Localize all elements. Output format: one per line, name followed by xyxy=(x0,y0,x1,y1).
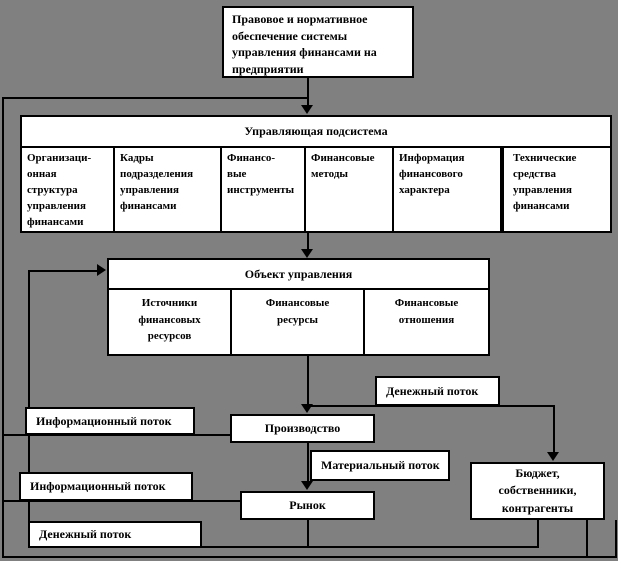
info-flow-label-2-text: Информационный поток xyxy=(30,479,166,493)
arrowhead-down-into-market xyxy=(301,481,313,490)
management-object-title: Объект управления xyxy=(244,266,353,281)
info-flow-label-1: Информационный поток xyxy=(25,407,195,435)
money-flow-label-top: Денежный поток xyxy=(375,376,500,406)
money-flow-label-bottom: Денежный поток xyxy=(28,521,202,548)
connector-topbox-to-subsystem-line xyxy=(307,78,309,109)
management-object-header: Объект управления xyxy=(109,260,488,290)
management-object-body: Источники финансовых ресурсов Финансовые… xyxy=(109,290,488,354)
object-cell-sources: Источники финансовых ресурсов xyxy=(109,290,232,354)
connector-feedback-into-object-line xyxy=(29,270,101,272)
connector-market-down-line xyxy=(307,520,309,548)
legal-support-box: Правовое и нормативное обеспечение систе… xyxy=(222,6,414,78)
material-flow-label-text: Материальный поток xyxy=(321,458,440,472)
subsystem-cell-instruments: Финансо- вые инструменты xyxy=(222,148,306,233)
connector-bottom-line xyxy=(2,556,617,558)
managing-subsystem-title: Управляющая подсистема xyxy=(244,124,388,138)
arrowhead-down-into-production xyxy=(301,404,313,413)
arrowhead-right-into-object xyxy=(97,264,106,276)
production-box-text: Производство xyxy=(264,421,341,435)
connector-subsystem-to-object-line xyxy=(307,233,309,252)
connector-top-branch-line xyxy=(2,97,308,99)
connector-info-flow-2-line xyxy=(2,500,241,502)
subsystem-cell-staff: Кадры подразделения управления финансами xyxy=(115,148,222,233)
arrowhead-down-into-object xyxy=(301,249,313,258)
subsystem-cell-information: Информация финансового характера xyxy=(399,152,465,196)
management-object-table: Объект управления Источники финансовых р… xyxy=(107,258,490,356)
production-box: Производство xyxy=(230,414,375,443)
managing-subsystem-header: Управляющая подсистема xyxy=(22,117,610,148)
managing-subsystem-table: Управляющая подсистема Организаци- онная… xyxy=(20,115,612,233)
connector-money-to-budget-line xyxy=(553,405,555,455)
subsystem-cell-org-structure: Организаци- онная структура управления ф… xyxy=(22,148,115,233)
connector-production-to-market-line xyxy=(307,443,309,484)
object-cell-relations: Финансовые отношения xyxy=(394,297,459,326)
info-flow-label-1-text: Информационный поток xyxy=(36,413,172,428)
market-box-text: Рынок xyxy=(289,498,326,512)
subsystem-cell-methods: Финансовые методы xyxy=(306,148,394,233)
budget-box: Бюджет, собственники, контрагенты xyxy=(470,462,605,520)
arrowhead-down-into-budget xyxy=(547,452,559,461)
connector-right-edge-line xyxy=(615,520,617,558)
connector-object-to-production-line xyxy=(307,356,309,408)
material-flow-label: Материальный поток xyxy=(310,450,450,481)
connector-money-flow-top-line xyxy=(307,405,555,407)
subsystem-cell-technical-means: Технические средства управления финансам… xyxy=(500,148,610,233)
market-box: Рынок xyxy=(240,491,375,520)
connector-money-return-line xyxy=(28,546,539,548)
object-cell-resources: Финансовые ресурсы xyxy=(232,290,365,354)
info-flow-label-2: Информационный поток xyxy=(19,472,193,501)
money-flow-label-bottom-text: Денежный поток xyxy=(39,527,132,541)
legal-support-text: Правовое и нормативное обеспечение систе… xyxy=(232,12,377,76)
budget-box-text: Бюджет, собственники, контрагенты xyxy=(498,465,577,515)
connector-budget-down-line-2 xyxy=(586,520,588,558)
money-flow-label-top-text: Денежный поток xyxy=(386,383,479,398)
connector-left-outer-line xyxy=(2,97,4,558)
arrowhead-down-into-subsystem xyxy=(301,105,313,114)
connector-budget-down-line-1 xyxy=(537,520,539,548)
connector-info-flow-1-line xyxy=(2,434,231,436)
managing-subsystem-body: Организаци- онная структура управления ф… xyxy=(22,148,610,233)
